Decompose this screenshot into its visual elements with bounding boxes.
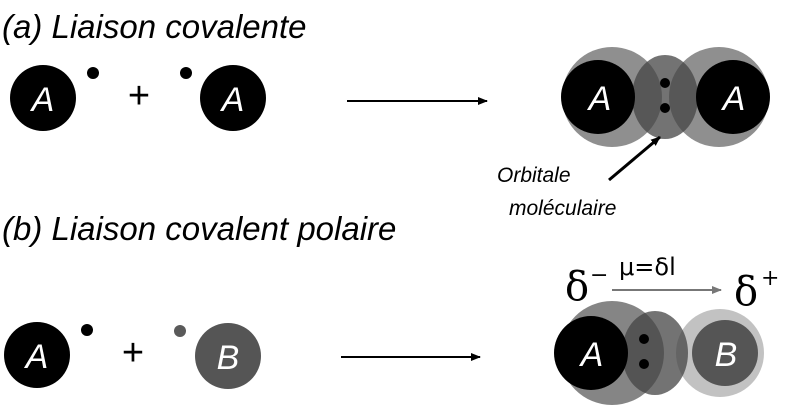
unpaired-electron xyxy=(81,324,93,336)
atom-label: A xyxy=(24,338,49,376)
dipole-moment-label: μ=δl xyxy=(619,253,676,281)
bonding-electron xyxy=(660,103,670,113)
atom-label: A xyxy=(721,80,746,118)
bonding-electron xyxy=(639,334,649,344)
atom-label: B xyxy=(217,339,240,377)
unpaired-electron xyxy=(174,325,186,337)
orbital-label-line1: Orbitale xyxy=(497,164,571,187)
atom-label: A xyxy=(30,81,55,119)
unpaired-electron xyxy=(180,67,192,79)
svg-text:δ: δ xyxy=(734,269,758,315)
delta-minus: δ − xyxy=(565,263,608,310)
plus-sign: + xyxy=(122,332,144,374)
atom-label: A xyxy=(579,336,604,374)
atom-label: B xyxy=(715,336,738,374)
molecule-a-b: A B xyxy=(554,301,764,405)
molecular-orbital-overlap xyxy=(622,311,688,395)
svg-text:δ: δ xyxy=(565,264,589,310)
svg-text:+: + xyxy=(761,266,779,291)
orbital-pointer-arrow xyxy=(608,135,661,182)
atom-label: A xyxy=(587,80,612,118)
orbital-label-line2: moléculaire xyxy=(509,197,616,220)
plus-sign: + xyxy=(128,75,150,117)
section-b-title: (b) Liaison covalent polaire xyxy=(2,210,396,247)
unpaired-electron xyxy=(87,67,99,79)
reactant-atom-a: A xyxy=(4,322,70,388)
svg-text:−: − xyxy=(590,263,608,288)
delta-plus: δ + xyxy=(734,266,779,315)
bonding-electron xyxy=(639,359,649,369)
molecular-orbital-overlap xyxy=(632,55,698,139)
section-a-title: (a) Liaison covalente xyxy=(2,8,307,45)
reactant-atom-a-right: A xyxy=(200,65,266,131)
bonding-electron xyxy=(660,78,670,88)
molecule-a-a: A A xyxy=(561,47,770,147)
reactant-atom-b: B xyxy=(195,323,261,389)
atom-label: A xyxy=(220,81,245,119)
reactant-atom-a-left: A xyxy=(10,65,76,131)
